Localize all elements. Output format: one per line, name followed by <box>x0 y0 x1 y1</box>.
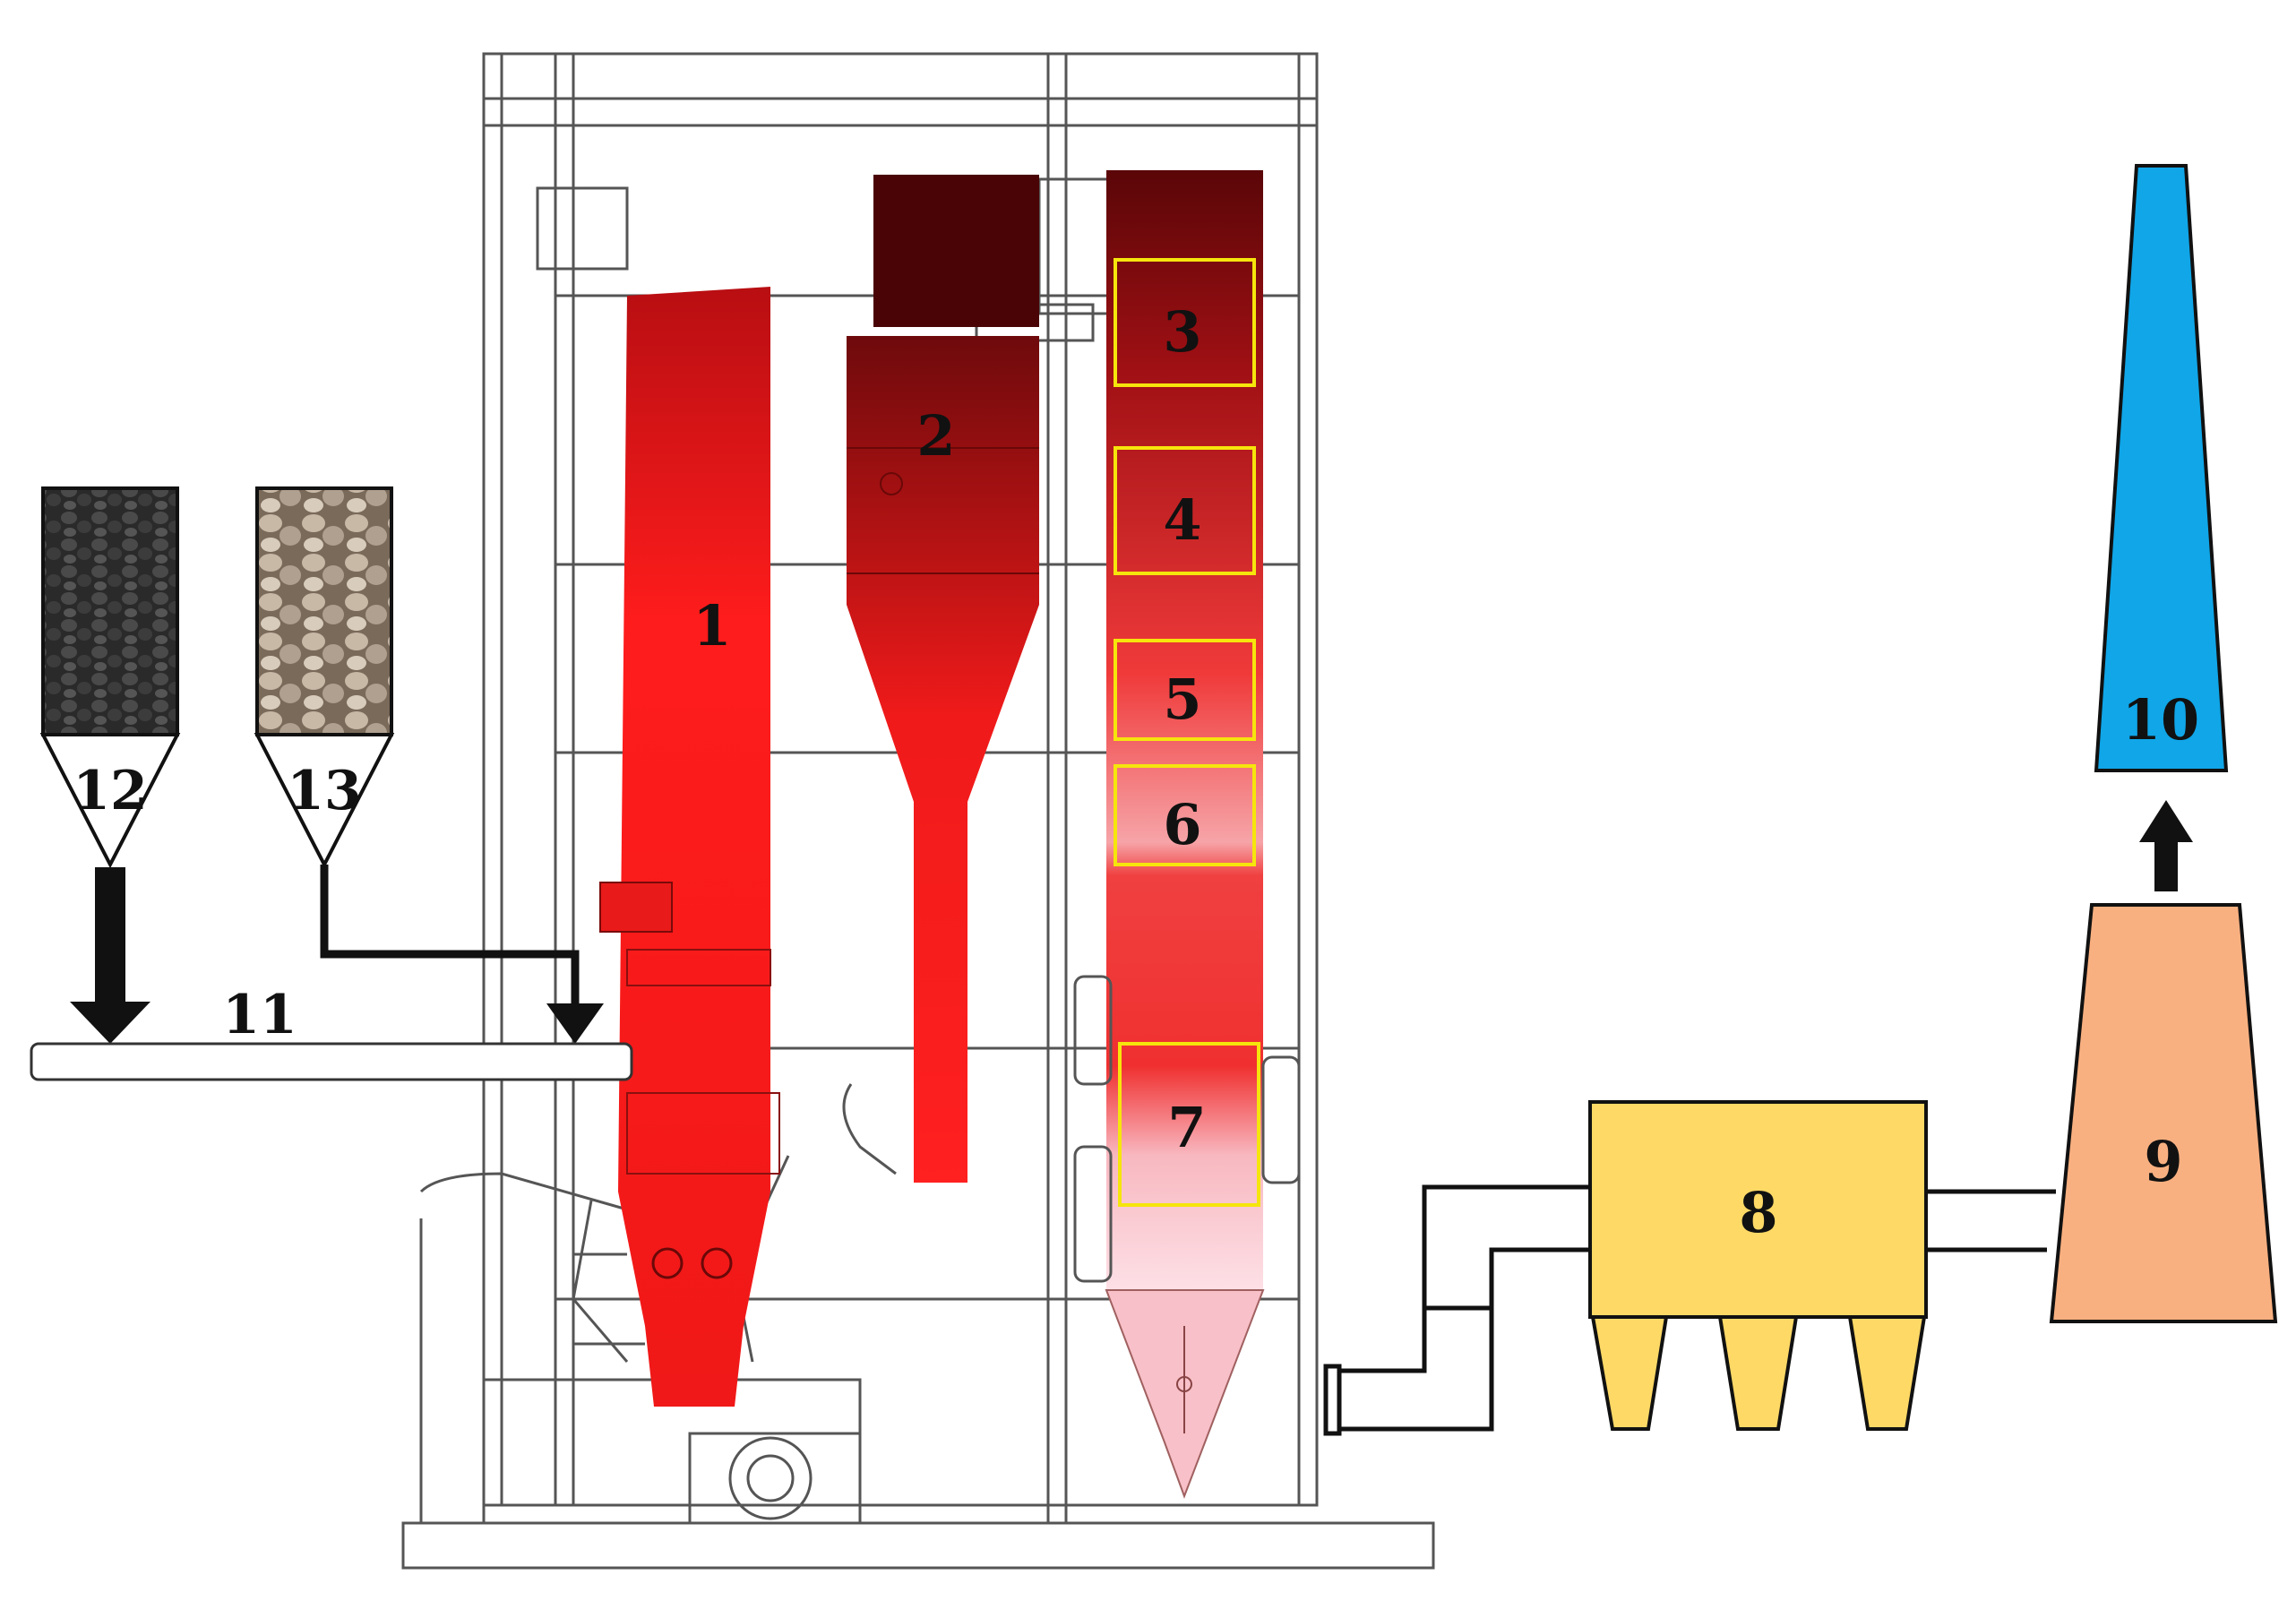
label-9: 9 <box>2144 1129 2182 1194</box>
arrow-down-icon <box>70 867 150 1044</box>
zone-4-box <box>1114 446 1256 575</box>
label-4: 4 <box>1163 487 1201 553</box>
coal-image <box>41 486 179 736</box>
zone-7: 7 <box>1118 1042 1260 1207</box>
chimney: 10 <box>2094 164 2229 772</box>
label-6: 6 <box>1163 792 1201 857</box>
hopper-12: 12 <box>39 486 181 869</box>
zone-3-box <box>1114 258 1256 387</box>
label-3: 3 <box>1163 299 1201 365</box>
zone-5-box <box>1114 639 1256 741</box>
label-12: 12 <box>73 760 148 822</box>
back-pass-column <box>1073 170 1301 1499</box>
dust-collector: 8 <box>1588 1100 1928 1431</box>
label-8: 8 <box>1739 1180 1777 1245</box>
zone-6-box <box>1114 764 1256 866</box>
zone-4: 4 <box>1114 446 1256 575</box>
feed-pipe: 11 <box>30 984 633 1081</box>
label-11: 11 <box>222 984 297 1046</box>
label-10: 10 <box>2122 687 2199 753</box>
feed-line-13 <box>320 865 604 1044</box>
label-1: 1 <box>692 593 731 658</box>
arrow-up-icon <box>2139 800 2193 891</box>
induced-draft-fan: 9 <box>2049 903 2278 1323</box>
label-13: 13 <box>287 760 362 822</box>
cyclone-separator: 2 <box>847 175 1039 1183</box>
biomass-image <box>255 486 393 736</box>
label-2: 2 <box>916 403 955 469</box>
zone-5: 5 <box>1114 639 1256 741</box>
furnace: 1 <box>599 287 780 1407</box>
zone-3: 3 <box>1114 258 1256 387</box>
zone-7-box <box>1118 1042 1260 1207</box>
label-7: 7 <box>1167 1095 1206 1160</box>
label-5: 5 <box>1163 667 1201 732</box>
zone-6: 6 <box>1114 764 1256 866</box>
hopper-13: 13 <box>254 486 395 869</box>
flue-duct <box>1323 1184 2056 1436</box>
